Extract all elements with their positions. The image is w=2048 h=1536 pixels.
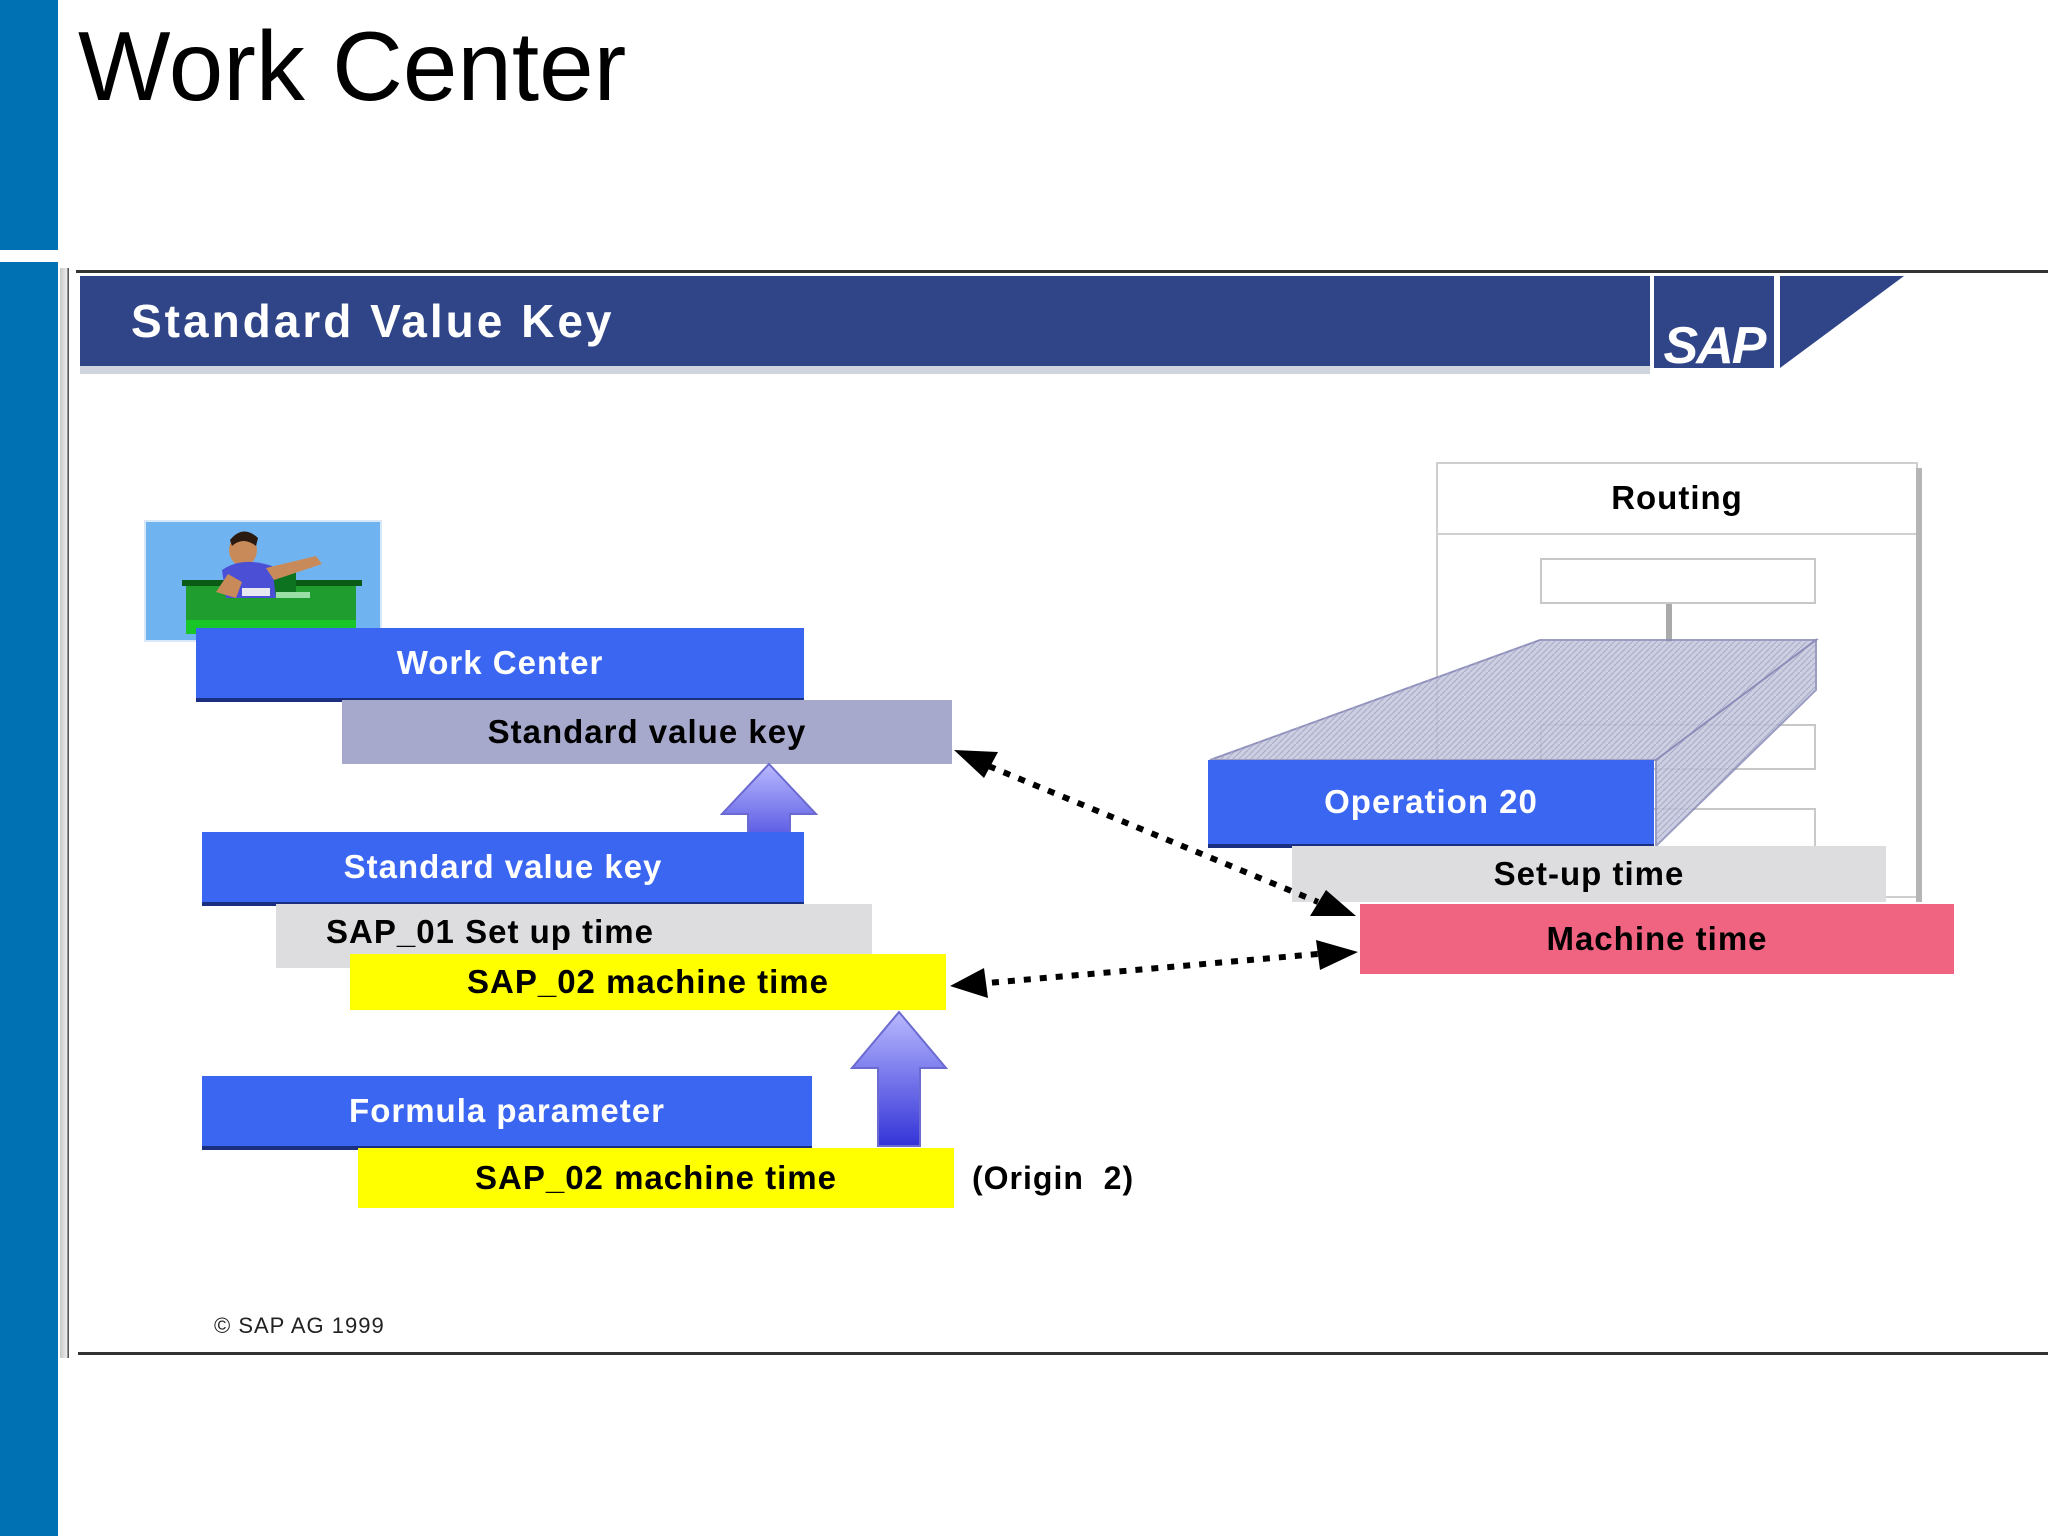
header-slant [1780, 276, 1904, 368]
work-center-box: Work Center [196, 628, 804, 698]
up-arrow-icon-2 [849, 1010, 949, 1147]
origin-label: (Origin 2) [972, 1160, 1135, 1196]
slide-left-border [60, 268, 72, 1358]
routing-frame-shadow [1916, 468, 1922, 902]
slide-header-shadow [80, 366, 1650, 374]
routing-node [1540, 558, 1816, 604]
svk-header-box: Standard value key [202, 832, 804, 902]
routing-separator [1438, 533, 1916, 535]
param-1-label: SAP_01 Set up time [326, 913, 654, 950]
machine-time-box: Machine time [1360, 904, 1954, 974]
formula-parameter-box: Formula parameter [202, 1076, 812, 1146]
sap-logo: SAP [1663, 317, 1767, 375]
slide-top-border [76, 270, 2048, 273]
formula-value-box: SAP_02 machine time [358, 1148, 954, 1208]
dotted-double-arrow-icon [950, 750, 1358, 998]
routing-connector [1666, 604, 1672, 642]
worker-icon [182, 531, 362, 634]
worker-image [144, 520, 382, 642]
sap-logo-box [1650, 276, 1778, 368]
brand-bar-top [0, 0, 58, 250]
operation-box: Operation 20 [1208, 760, 1654, 844]
slide-header-bar [80, 276, 1650, 368]
operation-projection [1209, 638, 1819, 849]
setup-time-box: Set-up time [1292, 846, 1886, 902]
brand-bar-bottom [0, 262, 58, 1536]
param-2-box: SAP_02 machine time [350, 954, 946, 1010]
copyright-footer: © SAP AG 1999 [214, 1313, 385, 1338]
slide-title: Standard Value Key [131, 295, 615, 347]
page-title: Work Center [78, 11, 627, 121]
slide-bottom-border [78, 1352, 2048, 1355]
standard-value-key-box: Standard value key [342, 700, 952, 764]
routing-title: Routing [1611, 479, 1743, 516]
